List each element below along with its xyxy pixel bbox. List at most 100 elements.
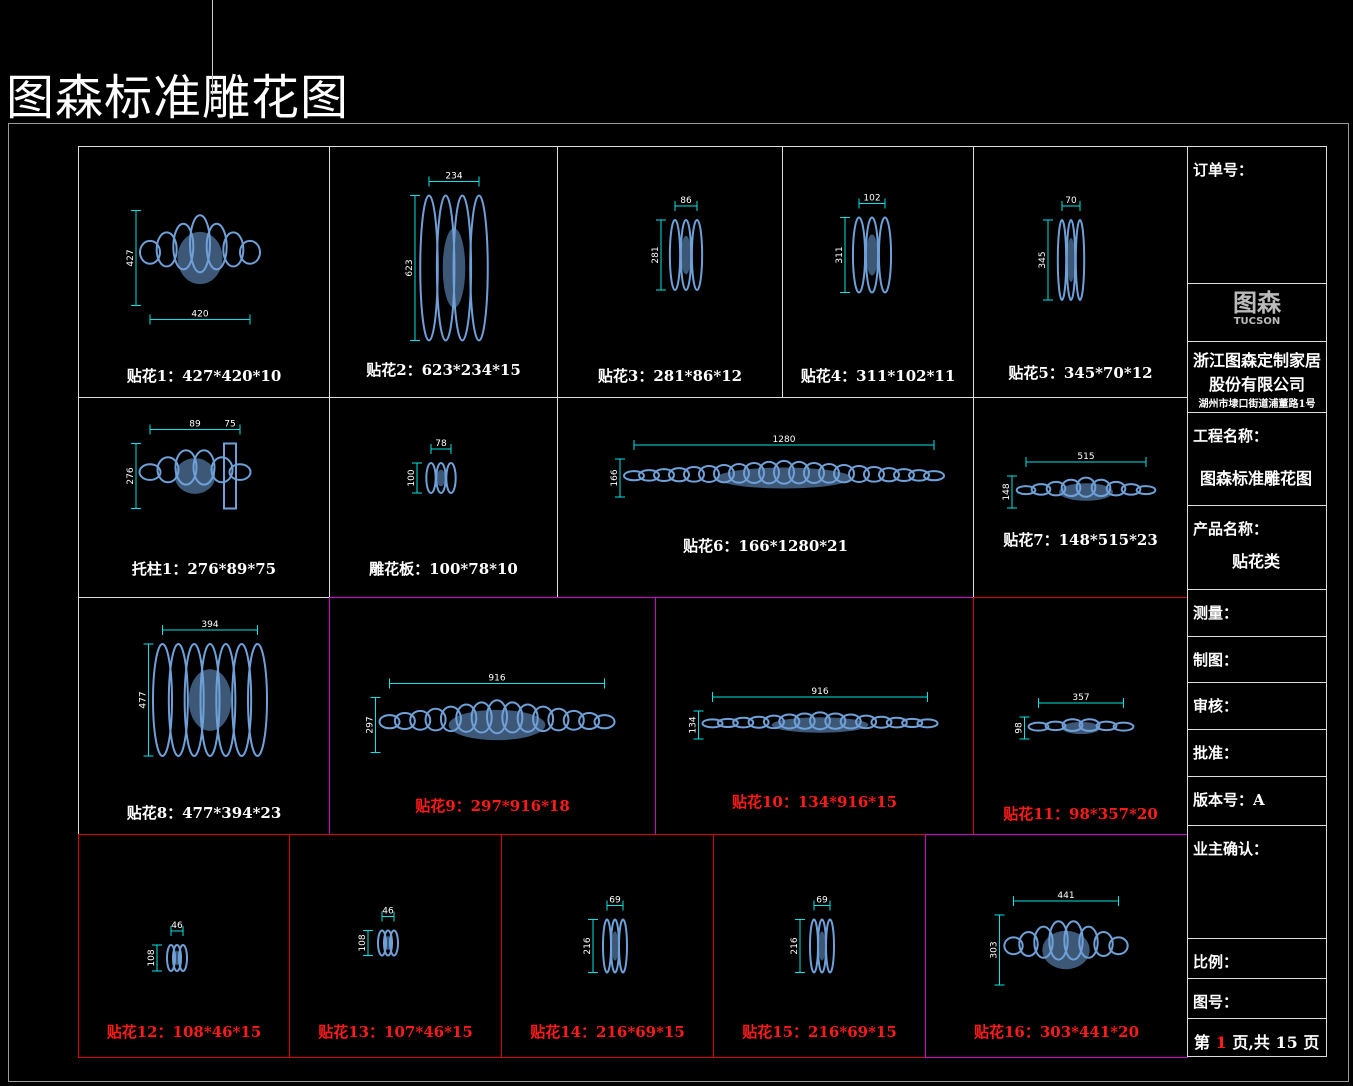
ornament-shape — [436, 469, 446, 487]
ornament-label: 贴花10：134*916*15 — [731, 793, 898, 811]
ornament-shape — [809, 918, 819, 974]
ornament-shape — [385, 936, 391, 950]
ornament-shape — [448, 709, 546, 741]
dimension-value-horizontal: 89 — [189, 420, 201, 430]
dimension-value-horizontal: 70 — [1065, 196, 1077, 206]
ornament-shape — [683, 466, 705, 483]
dimension-value-vertical: 166 — [610, 469, 620, 486]
version-label: 版本号：A — [1193, 791, 1265, 809]
ornament-label: 贴花11：98*357*20 — [1003, 805, 1158, 823]
ornament-shape — [885, 716, 908, 729]
ornament-label: 贴花7：148*515*23 — [1003, 531, 1158, 549]
ornament-shape — [409, 709, 432, 731]
review-label: 审核： — [1193, 697, 1239, 715]
dimension-value-vertical: 303 — [990, 941, 1000, 958]
project-value: 图森标准雕花图 — [1200, 469, 1313, 488]
ornament-shape — [866, 234, 878, 276]
product-value: 贴花类 — [1232, 552, 1281, 571]
page-suffix: 页 — [1303, 1033, 1320, 1052]
ornament-shape — [848, 465, 870, 483]
dimension-value-vertical: 297 — [366, 716, 376, 733]
ornament-shape — [818, 931, 826, 961]
ornament-shape — [1112, 721, 1135, 732]
company-address: 湖州市埭口街道浦董路1号 — [1198, 399, 1316, 410]
dimension-value-vertical: 345 — [1038, 251, 1048, 268]
ornament-shape — [247, 643, 268, 757]
ornament-shape — [593, 714, 616, 730]
ornament-shape — [825, 918, 835, 974]
dimension-value-vertical: 276 — [126, 467, 136, 484]
ornament-shape — [469, 194, 489, 342]
ornament-shape — [668, 467, 690, 483]
ornament-label: 贴花15：216*69*15 — [742, 1023, 897, 1041]
ornament-label: 雕花板：100*78*10 — [369, 560, 518, 578]
ornament-shape — [1027, 721, 1050, 732]
dimension-value-horizontal: 441 — [1057, 891, 1074, 901]
page-current: 1 — [1215, 1033, 1227, 1052]
ornament-shape — [425, 462, 437, 494]
ornament-shape — [1042, 930, 1090, 970]
ornament-shape — [383, 929, 393, 957]
ornament-label: 贴花16：303*441*20 — [973, 1023, 1140, 1041]
ornament-shape — [681, 235, 691, 275]
scale-label: 比例： — [1193, 953, 1239, 971]
dimension-value-horizontal: 394 — [201, 620, 218, 630]
ornament-shape — [578, 711, 601, 731]
ornament-shape — [623, 470, 645, 482]
ornament-shape — [1056, 219, 1068, 301]
dimension-value-horizontal: 46 — [171, 921, 183, 931]
ornament-label: 贴花8：477*394*23 — [126, 804, 282, 822]
dimension-value-horizontal: 234 — [445, 172, 462, 182]
ornament-shape — [393, 711, 416, 731]
ornament-label: 贴花3：281*86*12 — [597, 367, 743, 385]
ornament-shape — [139, 239, 161, 265]
ornament-label: 贴花6：166*1280*21 — [682, 537, 849, 555]
ornament-shape — [1120, 483, 1142, 496]
page-cell: 第 1 页,共 15 页 — [1187, 1018, 1327, 1057]
logo-en: TUCSON — [1233, 316, 1281, 327]
product-label: 产品名称： — [1193, 520, 1269, 538]
ornament-shape — [177, 231, 223, 285]
ornament-shape — [638, 469, 660, 482]
page-middle: 页,共 — [1232, 1033, 1270, 1052]
ornament-shape — [732, 716, 755, 729]
ornament-shape — [901, 717, 924, 729]
ornament-shape — [1003, 936, 1024, 956]
logo-cn: 图森 — [1233, 289, 1281, 317]
dimension-value-vertical: 477 — [139, 691, 149, 708]
page-prefix: 第 — [1194, 1033, 1211, 1052]
ornament-shape — [1066, 238, 1076, 282]
ornament-shape — [908, 469, 930, 482]
drawing-title: 图森标准雕花图 — [6, 70, 350, 126]
ornament-label: 贴花12：108*46*15 — [106, 1023, 262, 1041]
order-no-label: 订单号： — [1193, 161, 1254, 179]
drawing-label: 制图： — [1193, 651, 1239, 669]
ornament-shape — [668, 219, 682, 291]
ornament-shape — [716, 467, 852, 489]
ornament-shape — [618, 918, 628, 974]
company-cell: 浙江图森定制家居 股份有限公司 湖州市埭口街道浦董路1号 — [1187, 341, 1327, 413]
dimension-value-vertical: 148 — [1002, 483, 1012, 500]
ornament-shape — [893, 468, 915, 482]
dimension-value-horizontal: 1280 — [773, 435, 796, 445]
ornament-shape — [152, 643, 173, 757]
ornament-label: 贴花5：345*70*12 — [1008, 364, 1153, 382]
dimension-value-horizontal: 86 — [680, 196, 692, 206]
measure-label: 测量： — [1193, 604, 1239, 622]
dimension-value-vertical: 100 — [407, 469, 417, 486]
ornament-shape — [239, 239, 261, 265]
dimension-value-horizontal: 916 — [488, 674, 505, 684]
ornament-shape — [424, 707, 447, 732]
ornament-label: 贴花9：297*916*18 — [415, 797, 570, 815]
ornament-shape — [378, 714, 401, 730]
ornament-shape — [878, 467, 900, 483]
dimension-value-horizontal: 69 — [816, 896, 828, 906]
company-name-1: 浙江图森定制家居 — [1192, 351, 1321, 370]
dimension-value-vertical: 108 — [147, 949, 157, 966]
ornament-shape — [1061, 721, 1101, 735]
ornament-label: 贴花13：107*46*15 — [318, 1023, 473, 1041]
ornament-shape — [716, 717, 739, 729]
ornament-shape — [870, 715, 893, 729]
approve-label: 批准： — [1193, 744, 1239, 762]
